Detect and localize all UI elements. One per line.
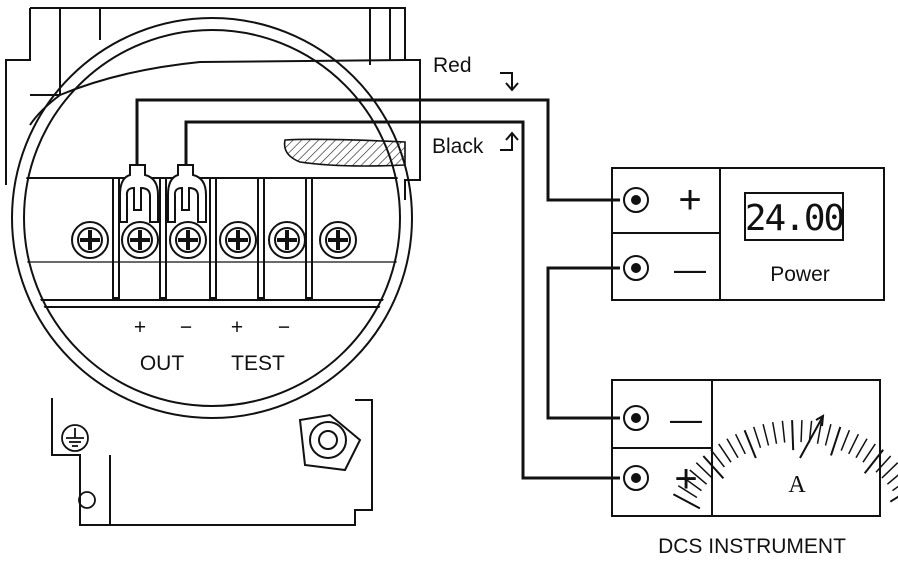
red-arrow-icon (500, 72, 519, 92)
power-minus-sign: — (674, 251, 706, 287)
terminal-separators (112, 177, 313, 299)
meter-tick (881, 462, 898, 479)
meter-tick (863, 449, 884, 474)
test-plus-label: + (231, 316, 243, 339)
meter-needle (799, 414, 825, 459)
ammeter-gauge (672, 414, 898, 510)
wires (135, 98, 620, 480)
cable-gland-hatch (283, 138, 406, 167)
meter-tick (702, 455, 725, 479)
meter-tick (862, 443, 876, 463)
meter-tick (791, 420, 795, 451)
out-label: OUT (140, 352, 185, 375)
meter-tick (689, 469, 708, 485)
meter-tick (892, 485, 898, 492)
power-label: Power (770, 263, 830, 286)
link-wire-power-dcs (546, 266, 620, 420)
meter-tick (848, 433, 860, 455)
dcs-label: DCS INSTRUMENT (658, 535, 846, 558)
transmitter-housing (5, 7, 421, 526)
mounting-hole (78, 491, 96, 509)
power-plus-terminal-icon (623, 187, 649, 213)
meter-tick (886, 474, 898, 485)
screw-icon (169, 221, 207, 259)
power-plus-sign: + (678, 178, 701, 222)
spade-lug-red (119, 164, 159, 223)
vent-plug (298, 413, 362, 472)
meter-tick (855, 438, 868, 459)
meter-tick (840, 429, 851, 451)
meter-tick (824, 424, 832, 446)
out-minus-label: − (180, 316, 192, 339)
red-wire-label: Red (433, 54, 472, 77)
dcs-minus-terminal-icon (623, 405, 649, 431)
power-display (744, 192, 844, 241)
meter-tick (743, 429, 757, 459)
screw-icon (268, 221, 306, 259)
screw-icon (71, 221, 109, 259)
meter-tick (800, 420, 803, 443)
meter-tick (830, 426, 842, 456)
dcs-minus-sign: — (670, 401, 702, 437)
terminal-labels: + − + − OUT TEST (134, 316, 290, 375)
meter-tick (781, 420, 786, 443)
dcs-instrument (611, 379, 881, 517)
meter-tick (710, 449, 725, 468)
meter-tick (677, 485, 698, 499)
meter-tick (752, 426, 762, 449)
screw-icon (319, 221, 357, 259)
power-minus-terminal-icon (623, 255, 649, 281)
test-minus-label: − (278, 316, 290, 339)
power-supply (611, 167, 885, 301)
meter-tick (734, 433, 746, 455)
meter-tick (875, 455, 892, 473)
wire-labels: Red Black (432, 54, 519, 158)
meter-tick (726, 438, 739, 459)
meter-tick (771, 421, 778, 444)
test-label: TEST (231, 352, 285, 375)
black-arrow-icon (500, 131, 519, 151)
meter-tick (683, 477, 702, 492)
out-plus-label: + (134, 316, 146, 339)
red-wire (135, 98, 620, 202)
meter-tick (816, 421, 823, 444)
meter-tick (695, 462, 713, 479)
screw-icon (219, 221, 257, 259)
dcs-plus-terminal-icon (623, 465, 649, 491)
black-wire-label: Black (432, 135, 484, 158)
meter-tick (889, 495, 898, 503)
screw-icon (121, 221, 159, 259)
meter-tick (718, 443, 732, 463)
spade-lugs (119, 164, 207, 223)
terminal-screws (71, 221, 357, 259)
meter-tick (672, 493, 701, 510)
spade-lug-black (167, 164, 207, 223)
power-display-value: 24.00 (745, 198, 844, 239)
meter-tick (762, 424, 770, 446)
black-wire (184, 120, 620, 480)
meter-unit: A (788, 472, 806, 498)
ground-icon (61, 424, 89, 452)
